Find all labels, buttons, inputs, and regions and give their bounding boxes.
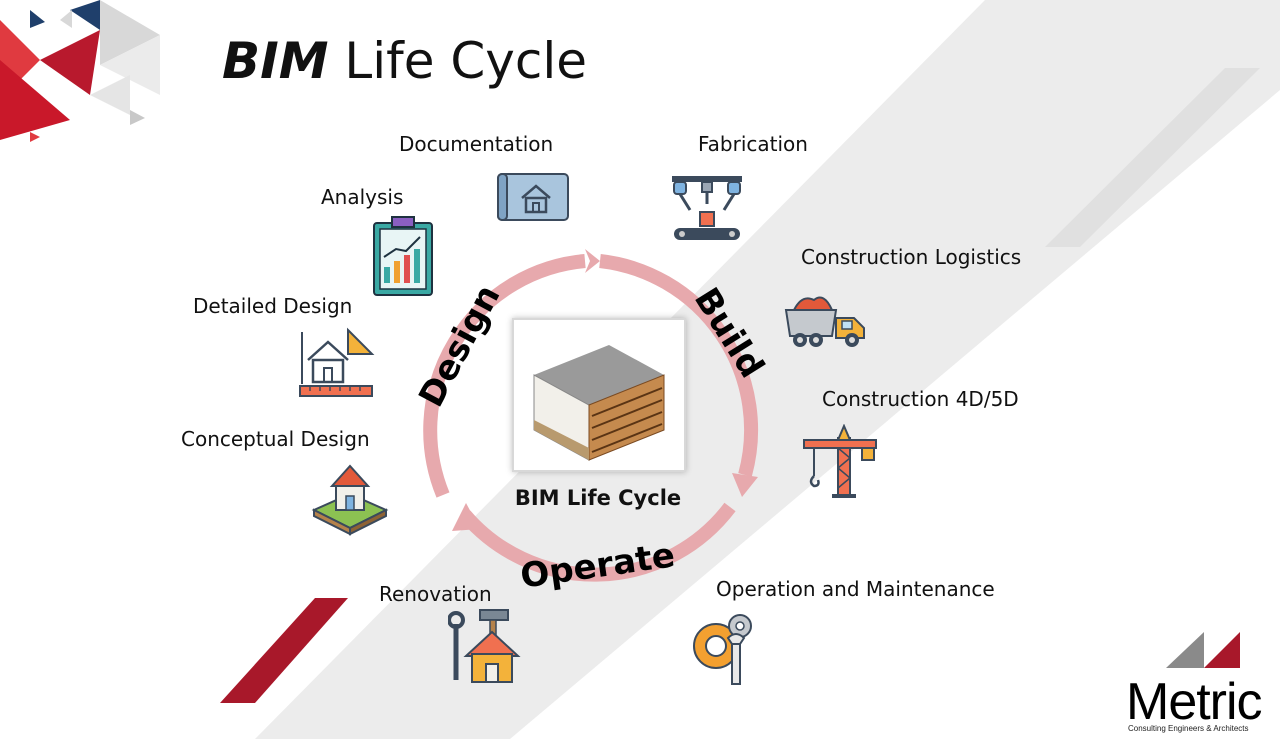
house-plot-icon xyxy=(311,464,389,536)
stage-label-detailed-design: Detailed Design xyxy=(193,294,353,318)
metric-logo-text: Metric xyxy=(1126,673,1263,731)
stage-label-construction-4d5d: Construction 4D/5D xyxy=(822,387,1019,411)
tower-crane-icon xyxy=(803,424,877,498)
dump-truck-icon xyxy=(784,296,865,347)
robotic-assembly-icon xyxy=(672,176,742,240)
metric-logo-tagline: Consulting Engineers & Architects xyxy=(1128,724,1249,733)
stage-label-fabrication: Fabrication xyxy=(698,132,808,156)
page-title: BIM Life Cycle xyxy=(222,32,588,90)
cycle-ring xyxy=(423,249,759,582)
analysis-chart-icon xyxy=(373,216,433,296)
center-label: BIM Life Cycle xyxy=(514,486,682,510)
blueprint-icon xyxy=(497,173,569,221)
building-icon xyxy=(533,345,665,461)
stage-label-construction-logistics: Construction Logistics xyxy=(801,245,1022,269)
renovation-icon xyxy=(448,609,521,683)
metric-logo-mark xyxy=(1166,632,1240,668)
gears-wrench-icon xyxy=(693,614,752,685)
center-building-image xyxy=(512,318,686,472)
stage-label-renovation: Renovation xyxy=(379,582,492,606)
stage-label-conceptual-design: Conceptual Design xyxy=(181,427,370,451)
stage-label-operation-maintenance: Operation and Maintenance xyxy=(716,577,995,601)
stage-label-analysis: Analysis xyxy=(321,185,404,209)
stage-label-documentation: Documentation xyxy=(399,132,554,156)
detailed-design-icon xyxy=(299,327,375,397)
